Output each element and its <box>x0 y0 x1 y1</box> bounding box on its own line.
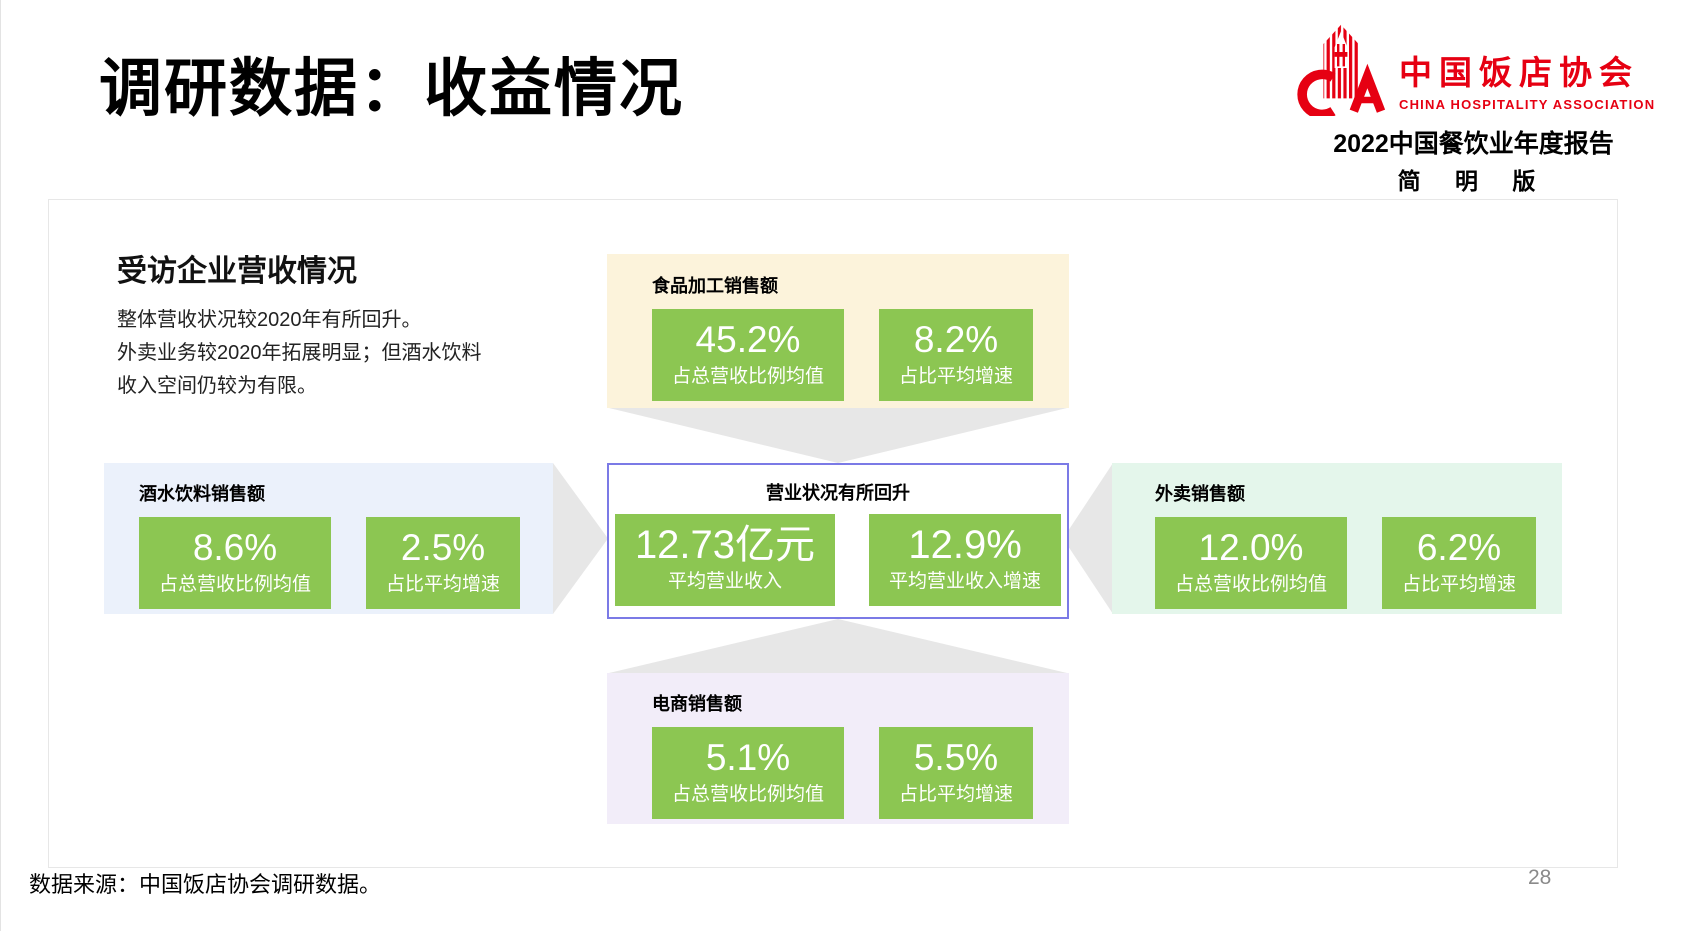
intro-line: 收入空间仍较为有限。 <box>117 375 317 397</box>
association-name-en: CHINA HOSPITALITY ASSOCIATION <box>1399 97 1656 112</box>
arrow-left-to-center <box>553 463 608 614</box>
stat-value: 5.5% <box>913 737 999 778</box>
stat-caption: 平均营业收入增速 <box>889 571 1042 592</box>
data-source-note: 数据来源：中国饭店协会调研数据。 <box>29 873 382 898</box>
beverage-sales-box: 酒水饮料销售额 8.6% 占总营收比例均值 2.5% 占比平均增速 <box>104 463 553 614</box>
stat-card: 2.5% 占比平均增速 <box>366 517 521 609</box>
stat-value: 8.2% <box>913 319 999 360</box>
page-title: 调研数据：收益情况 <box>99 51 684 125</box>
stat-value: 6.2% <box>1416 527 1502 568</box>
box-label: 酒水饮料销售额 <box>139 484 265 504</box>
association-logo-block: 中国饭店协会 CHINA HOSPITALITY ASSOCIATION 202… <box>1291 20 1656 196</box>
stat-caption: 占总营收比例均值 <box>159 574 312 595</box>
stat-card: 12.9% 平均营业收入增速 <box>869 514 1062 606</box>
stat-caption: 占总营收比例均值 <box>672 366 825 387</box>
intro-line: 整体营收状况较2020年有所回升。 <box>117 309 422 331</box>
stat-caption: 占总营收比例均值 <box>1175 574 1328 595</box>
arrow-top-to-center <box>609 408 1067 463</box>
stat-caption: 占比平均增速 <box>386 574 501 595</box>
box-label: 外卖销售额 <box>1155 484 1245 504</box>
ecommerce-sales-box: 电商销售额 5.1% 占总营收比例均值 5.5% 占比平均增速 <box>607 673 1069 824</box>
arrow-bottom-to-center <box>609 619 1067 673</box>
stat-card: 5.5% 占比平均增速 <box>879 727 1034 819</box>
page-number: 28 <box>1528 866 1552 889</box>
stat-value: 45.2% <box>695 319 801 360</box>
content-panel: 受访企业营收情况 整体营收状况较2020年有所回升。 外卖业务较2020年拓展明… <box>48 199 1618 868</box>
association-name-cn: 中国饭店协会 <box>1399 53 1639 92</box>
stat-card: 8.2% 占比平均增速 <box>879 309 1034 401</box>
intro-heading: 受访企业营收情况 <box>117 255 357 288</box>
stat-card: 12.73亿元 平均营业收入 <box>614 514 836 606</box>
box-label: 电商销售额 <box>652 694 742 714</box>
report-title: 2022中国餐饮业年度报告 <box>1333 130 1614 158</box>
cha-building-logo-icon <box>1297 24 1386 116</box>
box-label: 营业状况有所回升 <box>766 483 910 503</box>
stat-card: 5.1% 占总营收比例均值 <box>652 727 845 819</box>
stat-value: 2.5% <box>400 527 486 568</box>
stat-caption: 占比平均增速 <box>899 366 1014 387</box>
stat-caption: 占比平均增速 <box>1402 574 1517 595</box>
stat-caption: 平均营业收入 <box>667 571 782 592</box>
stat-value: 12.0% <box>1198 527 1304 568</box>
stat-value: 8.6% <box>192 527 278 568</box>
stat-caption: 占总营收比例均值 <box>672 784 825 805</box>
takeout-sales-box: 外卖销售额 12.0% 占总营收比例均值 6.2% 占比平均增速 <box>1112 463 1562 614</box>
intro-body: 整体营收状况较2020年有所回升。 外卖业务较2020年拓展明显；但酒水饮料 收… <box>117 304 537 403</box>
box-label: 食品加工销售额 <box>652 276 778 296</box>
stat-value: 5.1% <box>705 737 791 778</box>
stat-value: 12.9% <box>908 523 1022 567</box>
stat-caption: 占比平均增速 <box>899 784 1014 805</box>
food-processing-sales-box: 食品加工销售额 45.2% 占总营收比例均值 8.2% 占比平均增速 <box>607 254 1069 408</box>
stat-card: 6.2% 占比平均增速 <box>1382 517 1537 609</box>
stat-card: 8.6% 占总营收比例均值 <box>139 517 332 609</box>
report-edition: 简 明 版 <box>1397 168 1550 194</box>
arrow-right-to-center <box>1063 463 1113 614</box>
intro-text-block: 受访企业营收情况 整体营收状况较2020年有所回升。 外卖业务较2020年拓展明… <box>117 246 537 403</box>
stat-card: 45.2% 占总营收比例均值 <box>652 309 845 401</box>
intro-line: 外卖业务较2020年拓展明显；但酒水饮料 <box>117 342 482 364</box>
overall-revenue-center-box: 营业状况有所回升 12.73亿元 平均营业收入 12.9% 平均营业收入增速 <box>607 463 1069 619</box>
stat-value: 12.73亿元 <box>634 523 816 567</box>
stat-card: 12.0% 占总营收比例均值 <box>1155 517 1348 609</box>
